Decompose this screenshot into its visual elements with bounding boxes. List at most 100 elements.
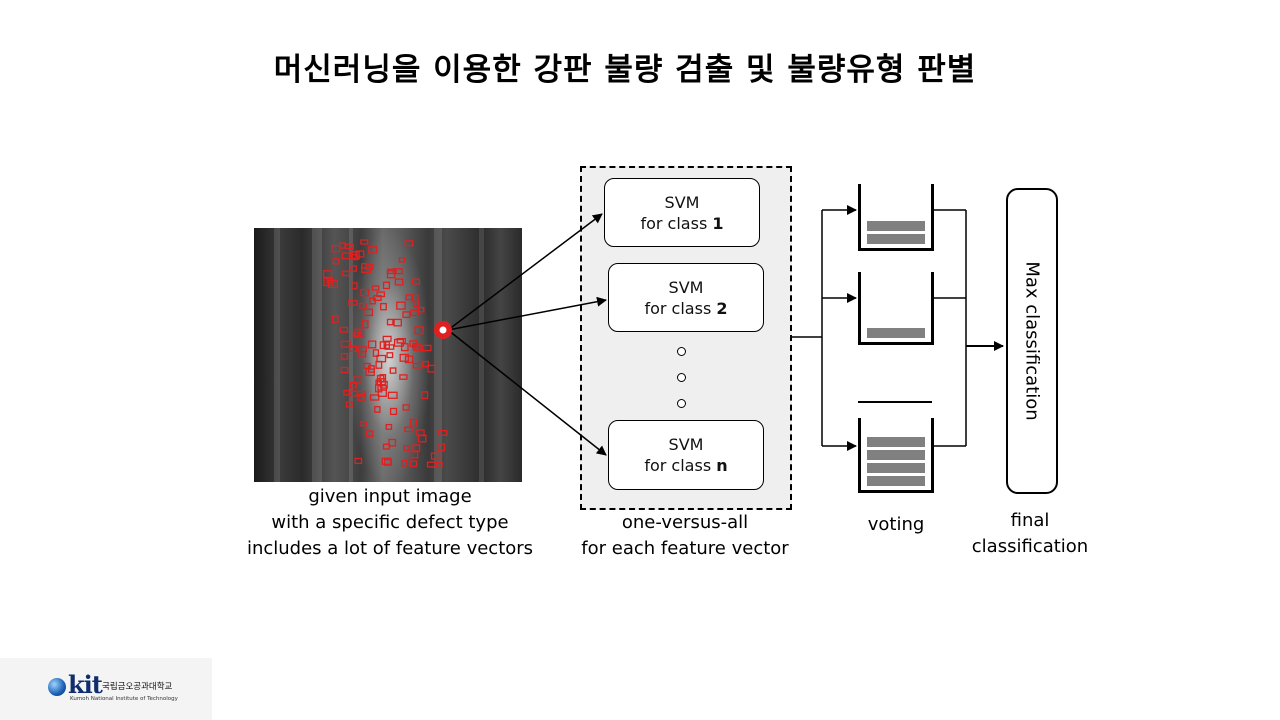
feature-vector-box [412,444,421,452]
feature-vector-box [383,341,390,349]
feature-vector-box [438,429,448,436]
feature-vector-box [421,391,429,400]
feature-vector-box [354,457,363,465]
final-caption: final classification [960,508,1100,560]
feature-vector-box [435,462,443,468]
feature-vector-box [362,362,371,369]
feature-vector-box [422,360,430,368]
vote-bar [867,221,925,231]
feature-vector-box [355,250,365,258]
svm-box-class-2: SVM for class 2 [608,263,764,332]
feature-vector-box [354,328,362,337]
feature-vector-box [411,294,419,303]
feature-vector-box [396,301,406,310]
feature-vector-box [361,320,369,329]
globe-icon [48,678,66,696]
feature-vector-box [404,355,414,364]
feature-vector-box [340,352,349,360]
feature-vector-box [402,311,411,319]
feature-vector-box [430,452,441,460]
feature-vector-box [340,340,351,348]
arrow-to-svm-2 [447,296,607,331]
svm-box-class-n: SVM for class n [608,420,764,490]
input-caption-line: includes a lot of feature vectors [246,538,534,559]
feature-vector-box [385,423,393,430]
feature-vector-box [372,349,380,357]
feature-markers [322,239,448,468]
svm-class-id: 1 [712,213,724,233]
feature-vector-box [389,407,398,416]
feature-vector-box [371,285,380,291]
feature-vector-box [381,457,392,465]
feature-vector-box [360,421,368,427]
svm-class-prefix: for class [644,456,712,475]
max-classification-box: Max classification [1006,188,1058,494]
feature-vector-box [348,300,358,306]
svm-label: SVM [668,277,704,297]
feature-vector-box [341,270,351,277]
ellipsis-dot [677,373,686,382]
feature-vector-box [389,367,397,374]
feature-vector-box [357,393,366,401]
feature-vector-box [369,297,376,305]
feature-vector-box [368,246,378,254]
feature-vector-box [401,460,408,467]
feature-vector-box [421,344,432,352]
input-caption: given input image with a specific defect… [200,484,580,562]
feature-vector-box [332,258,340,265]
feature-vector-box [356,390,366,397]
feature-vector-box [353,376,363,384]
feature-vector-box [405,294,414,301]
ova-caption: one-versus-all for each feature vector [560,510,810,562]
vote-bar [867,437,925,447]
svm-class-id: n [716,456,728,475]
voting-bucket [858,184,934,251]
feature-vector-box [400,343,409,352]
feature-vector-box [377,385,388,391]
feature-vector-box [382,335,392,342]
feature-vector-box [386,352,394,359]
feature-vector-box [352,332,361,338]
ellipsis-dot [677,399,686,408]
svm-box-class-1: SVM for class 1 [604,178,760,247]
feature-vector-box [340,366,349,374]
feature-vector-box [411,278,420,285]
arrow-to-svm-1 [447,213,603,331]
vote-bar [867,450,925,460]
feature-vector-box [402,404,410,411]
feature-vector-box [386,270,396,279]
feature-vector-box [350,265,358,272]
feature-vector-box [403,445,410,451]
feature-vector-box [399,374,408,380]
svm-class-line: for class 1 [605,213,759,234]
feature-vector-box [343,389,350,396]
feature-vector-box [396,337,406,344]
feature-vector-box [418,307,425,313]
feature-vector-box [348,345,358,352]
logo-english-name: Kumoh National Institute of Technology [70,696,178,702]
voting-caption: voting [867,514,925,535]
logo-wordmark: kit [68,670,103,699]
vote-bar [867,234,925,244]
svm-class-prefix: for class [644,298,712,318]
input-caption-line: with a specific defect type [271,512,509,533]
feature-vector-box [360,288,370,297]
svm-class-line: for class n [609,455,763,476]
feature-vector-box [417,434,427,443]
feature-vector-box [363,308,374,317]
feature-vector-box [345,401,353,408]
feature-vector-box [382,281,391,290]
feature-vector-box [369,394,380,401]
logo-korean-name: 국립금오공과대학교 [102,682,173,692]
feature-vector-box [398,257,406,263]
feature-vector-box [412,342,421,349]
feature-vector-box [360,239,369,245]
arrow-to-svm-n [447,329,607,456]
university-logo: kit 국립금오공과대학교 Kumoh National Institute o… [0,658,212,720]
final-caption-line: final [1010,510,1050,531]
feature-vector-box [323,277,334,287]
bucket-separator-line [858,401,932,403]
feature-vector-box [376,291,386,298]
voting-bucket [858,272,934,345]
